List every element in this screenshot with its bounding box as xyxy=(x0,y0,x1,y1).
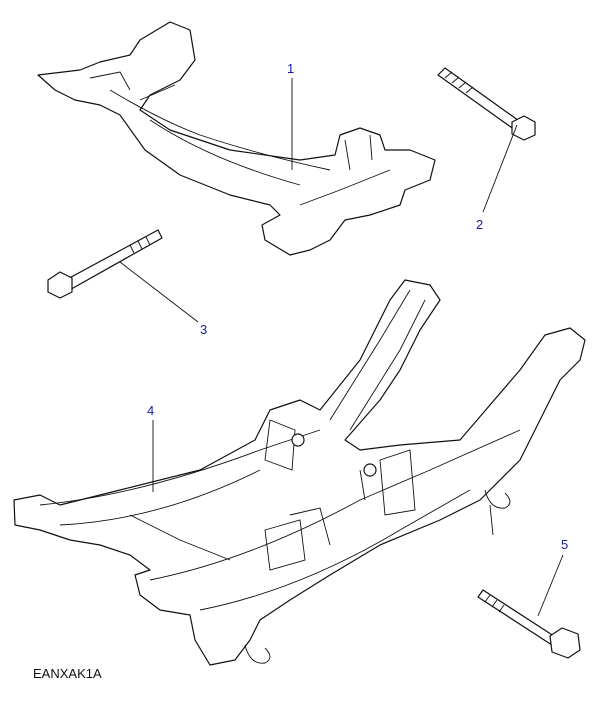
callout-3: 3 xyxy=(200,322,208,337)
diagram-reference-code: EANXAK1A xyxy=(33,666,102,681)
bolt-part-5 xyxy=(477,589,581,659)
front-subframe-part-1 xyxy=(37,21,436,256)
leader-line-3 xyxy=(119,261,199,323)
callout-4: 4 xyxy=(147,403,155,418)
leader-line-5 xyxy=(537,554,564,617)
leader-line-2 xyxy=(482,124,518,213)
rear-subframe-part-4 xyxy=(13,279,586,666)
bolt-part-2 xyxy=(437,67,536,141)
callout-1: 1 xyxy=(287,61,295,76)
bolt-part-3 xyxy=(47,229,163,299)
callout-2: 2 xyxy=(476,217,484,232)
callout-5: 5 xyxy=(561,537,569,552)
